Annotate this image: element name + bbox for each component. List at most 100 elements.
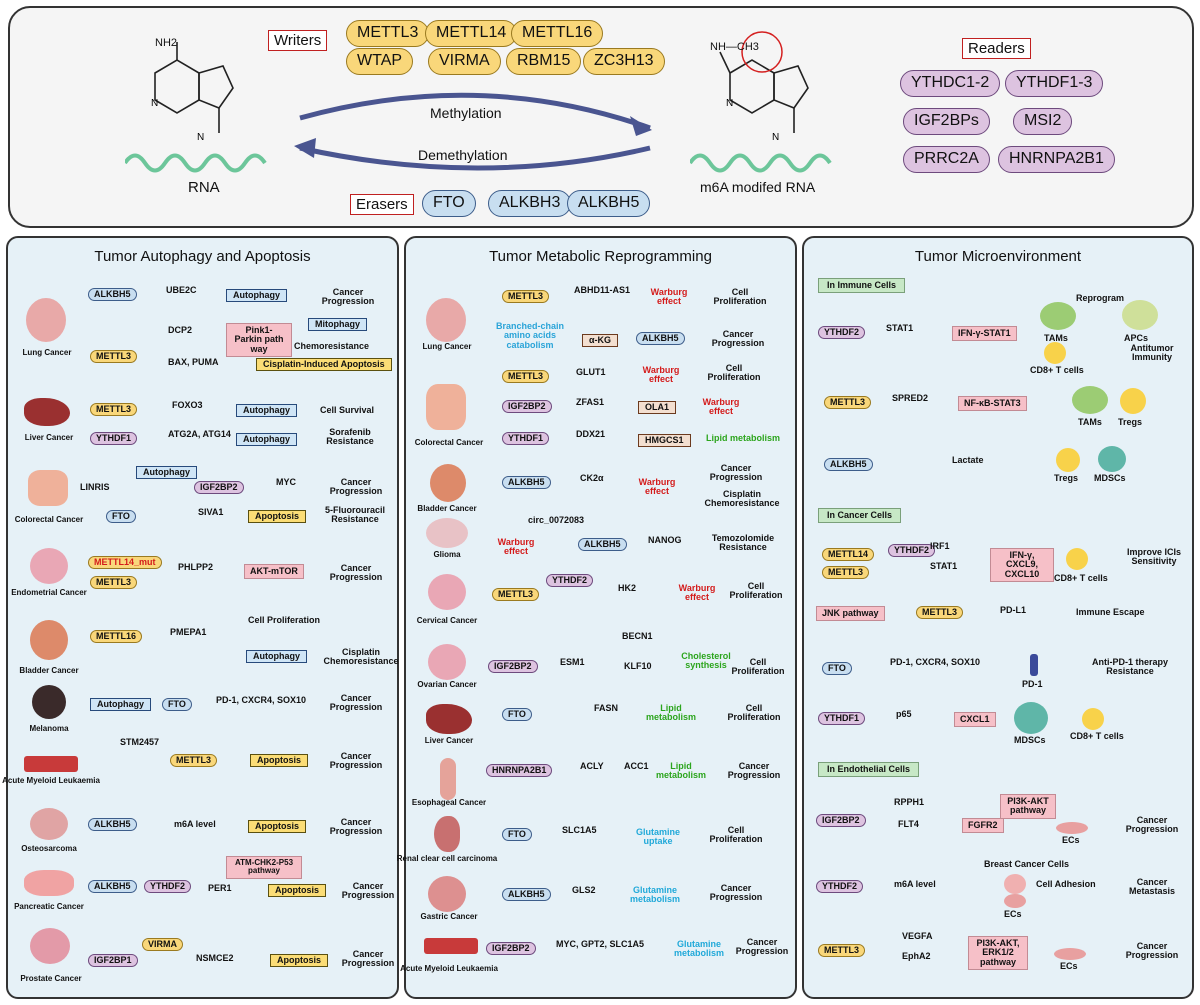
p2-fto-liver: FTO [502, 708, 532, 722]
p1-cancer-prog-1: Cancer Progression [321, 287, 375, 307]
bladder-icon-2 [430, 464, 466, 502]
writer-mettl16: METTL16 [511, 20, 604, 47]
p1-autophagy-liver1: Autophagy [236, 404, 297, 418]
p3-ythdf2-b: YTHDF2 [888, 544, 936, 558]
p1-alkbh5-osteo: ALKBH5 [88, 818, 137, 832]
p3-metastasis: Cancer Metastasis [1128, 877, 1176, 897]
eraser-alkbh3: ALKBH3 [488, 190, 572, 217]
p1-nsmce2: NSMCE2 [196, 953, 234, 963]
p1-mettl3-liver: METTL3 [90, 403, 137, 417]
breast-cancer-cell-icon [1004, 874, 1026, 894]
reader-hnrnpa2b1: HNRNPA2B1 [998, 146, 1115, 173]
p1-apoptosis-aml: Apoptosis [250, 754, 308, 768]
p2-lipid-crc: Lipid metabolism [706, 433, 781, 443]
p1-pd1-mel: PD-1, CXCR4, SOX10 [216, 695, 307, 705]
p1-autophagy-1: Autophagy [226, 289, 287, 303]
tam-cell-icon-2 [1072, 386, 1108, 414]
p3-epha2: EphA2 [902, 951, 931, 961]
p1-stm2457: STM2457 [120, 737, 160, 747]
p2-prolif-ov: Cell Proliferation [731, 657, 785, 677]
p2-ythdf2-cerv: YTHDF2 [546, 574, 594, 588]
pd1-receptor-icon [1030, 654, 1038, 676]
p1-per1: PER1 [208, 883, 232, 893]
p1-phlpp2: PHLPP2 [178, 562, 214, 572]
liver-icon [24, 398, 70, 426]
p2-acly: ACLY [580, 761, 604, 771]
p3-flt4: FLT4 [898, 819, 919, 829]
p1-aktmtor: AKT-mTOR [244, 564, 304, 580]
p2-ddx21: DDX21 [576, 429, 606, 439]
reader-msi2: MSI2 [1013, 108, 1073, 135]
p2-gastric-label: Gastric Cancer [420, 912, 478, 921]
prostate-label: Prostate Cancer [20, 974, 82, 983]
lung-label: Lung Cancer [22, 348, 72, 357]
p3-fgfr2: FGFR2 [962, 818, 1004, 834]
p2-acc1: ACC1 [624, 761, 649, 771]
p1-atm: ATM-CHK2-P53 pathway [226, 856, 302, 879]
p3-m6a: m6A level [894, 879, 936, 889]
p2-alkbh5-bladder: ALKBH5 [502, 476, 551, 490]
p3-mettl3-a: METTL3 [824, 396, 871, 410]
p1-alkbh5-panc: ALKBH5 [88, 880, 137, 894]
treg-cell-icon [1120, 388, 1146, 414]
p3-mettl3-d: METTL3 [818, 944, 865, 958]
p2-warburg-bladder: Warburg effect [638, 477, 676, 497]
methylation-arrows [294, 92, 652, 171]
p1-fluorouracil: 5-Fluorouracil Resistance [324, 505, 385, 525]
p3-p65: p65 [896, 709, 912, 719]
p2-mettl3-crc: METTL3 [502, 370, 549, 384]
writer-zc3h13: ZC3H13 [583, 48, 665, 75]
panel2-title: Tumor Metabolic Reprogramming [489, 248, 712, 265]
ovary-icon [428, 644, 466, 680]
nh2-label: NH2 [155, 37, 178, 49]
p3-ythdf2-a: YTHDF2 [818, 326, 866, 340]
p3-alkbh5: ALKBH5 [824, 458, 873, 472]
readers-label: Readers [962, 38, 1031, 59]
p2-warburg-glioma: Warburg effect [497, 537, 535, 557]
bladder-icon [30, 620, 68, 660]
p2-glioma-label: Glioma [433, 550, 461, 559]
p2-prolif-renal: Cell Proliferation [709, 825, 763, 845]
p2-hnrnp: HNRNPA2B1 [486, 764, 553, 778]
p1-apoptosis-osteo: Apoptosis [248, 820, 306, 834]
p1-myc: MYC [276, 477, 296, 487]
p1-mettl14mut: METTL14_mut [88, 556, 162, 570]
bone-icon [30, 808, 68, 840]
p3-ythdf2-c: YTHDF2 [816, 880, 864, 894]
svg-text:N: N [197, 132, 204, 143]
tumor-microenvironment-panel: Tumor Microenvironment In Immune Cells Y… [802, 236, 1194, 999]
svg-text:N: N [772, 132, 779, 143]
p2-mettl3-lung: METTL3 [502, 290, 549, 304]
p1-mettl16: METTL16 [90, 630, 143, 644]
rna-wave-left [125, 153, 267, 173]
p2-myc-aml: MYC, GPT2, SLC1A5 [556, 939, 645, 949]
melanoma-icon [32, 685, 66, 719]
p2-warburg-crc1: Warburg effect [642, 365, 680, 385]
p2-cancer-prog-gastric: Cancer Progression [709, 883, 763, 903]
pancreas-icon [24, 870, 74, 896]
writers-label: Writers [268, 30, 328, 51]
svg-text:N: N [726, 98, 733, 109]
p2-warburg-cerv: Warburg effect [678, 583, 716, 603]
p2-gln-aml: Glutamine metabolism [673, 939, 724, 959]
p1-apoptosis-pros: Apoptosis [270, 954, 328, 968]
p1-igf2bp2: IGF2BP2 [194, 481, 244, 495]
rna-wave-right [690, 153, 832, 173]
m6a-rna-label: m6A modifed RNA [700, 179, 816, 195]
p2-prolif-crc: Cell Proliferation [707, 363, 761, 383]
p3-fto: FTO [822, 662, 852, 676]
melanoma-label: Melanoma [29, 724, 69, 733]
p3-pd1cx: PD-1, CXCR4, SOX10 [890, 657, 981, 667]
p3-mettl14: METTL14 [822, 548, 875, 562]
kidney-icon [434, 816, 460, 852]
p2-cisplatin-bladder: Cisplatin Chemoresistance [704, 489, 780, 509]
tam-cell-icon [1040, 302, 1076, 330]
p2-prolif-cerv: Cell Proliferation [729, 581, 783, 601]
p2-cancer-prog-aml: Cancer Progression [735, 937, 789, 957]
eraser-alkbh5: ALKBH5 [567, 190, 651, 217]
reader-ythdc1-2: YTHDC1-2 [900, 70, 1001, 97]
cancer-cells-header: In Cancer Cells [818, 508, 902, 524]
p2-cancer-prog-lung: Cancer Progression [711, 329, 765, 349]
endometrial-label: Endometrial Cancer [11, 588, 87, 597]
p2-gln-gastric: Glutamine metabolism [629, 885, 680, 905]
